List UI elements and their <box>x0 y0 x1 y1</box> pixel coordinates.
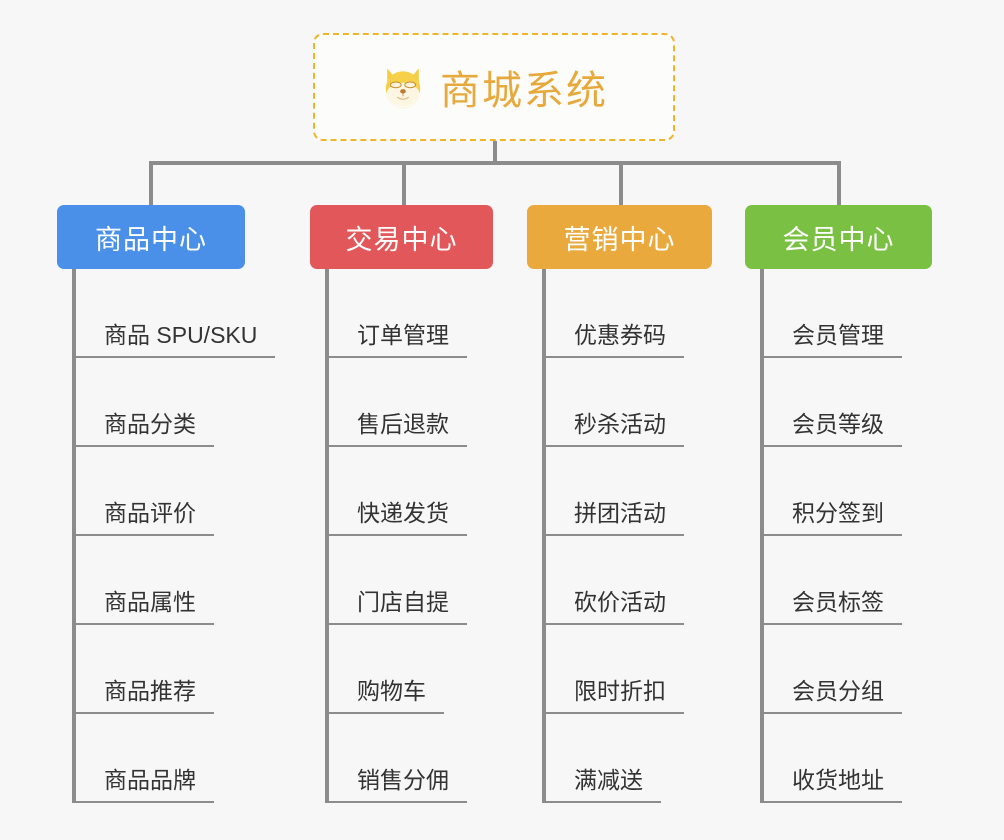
category-header-4[interactable]: 会员中心 <box>745 205 932 269</box>
list-item[interactable]: 会员等级 <box>760 358 902 447</box>
list-item[interactable]: 满减送 <box>542 714 684 803</box>
category-spine-3 <box>542 269 546 803</box>
category-column-会员中心: 会员中心 会员管理 会员等级 积分签到 会员标签 会员分组 收货地址 <box>745 205 932 803</box>
leaf-list-4: 会员管理 会员等级 积分签到 会员标签 会员分组 收货地址 <box>760 269 902 803</box>
leaf-label: 订单管理 <box>325 321 467 358</box>
leaf-label: 会员分组 <box>760 677 902 714</box>
list-item[interactable]: 拼团活动 <box>542 447 684 536</box>
category-header-1[interactable]: 商品中心 <box>57 205 245 269</box>
leaf-label: 优惠券码 <box>542 321 684 358</box>
leaf-label: 砍价活动 <box>542 588 684 625</box>
list-item[interactable]: 积分签到 <box>760 447 902 536</box>
leaf-label: 售后退款 <box>325 410 467 447</box>
leaf-label: 商品推荐 <box>72 677 214 714</box>
connector-drop-3 <box>619 161 623 205</box>
leaf-list-2: 订单管理 售后退款 快递发货 门店自提 购物车 销售分佣 <box>325 269 467 803</box>
list-item[interactable]: 商品属性 <box>72 536 275 625</box>
connector-drop-2 <box>402 161 406 205</box>
category-spine-4 <box>760 269 764 803</box>
list-item[interactable]: 快递发货 <box>325 447 467 536</box>
category-header-2[interactable]: 交易中心 <box>310 205 493 269</box>
category-header-3[interactable]: 营销中心 <box>527 205 712 269</box>
leaf-label: 收货地址 <box>760 766 902 803</box>
leaf-label: 会员管理 <box>760 321 902 358</box>
category-spine-2 <box>325 269 329 803</box>
leaf-label: 会员标签 <box>760 588 902 625</box>
leaf-label: 商品属性 <box>72 588 214 625</box>
leaf-label: 门店自提 <box>325 588 467 625</box>
leaf-list-3: 优惠券码 秒杀活动 拼团活动 砍价活动 限时折扣 满减送 <box>542 269 684 803</box>
shiba-dog-face-icon <box>380 64 426 110</box>
list-item[interactable]: 销售分佣 <box>325 714 467 803</box>
list-item[interactable]: 门店自提 <box>325 536 467 625</box>
leaf-label: 拼团活动 <box>542 499 684 536</box>
list-item[interactable]: 商品分类 <box>72 358 275 447</box>
leaf-label: 会员等级 <box>760 410 902 447</box>
list-item[interactable]: 会员标签 <box>760 536 902 625</box>
category-column-商品中心: 商品中心 商品 SPU/SKU 商品分类 商品评价 商品属性 商品推荐 商品品牌 <box>57 205 276 803</box>
list-item[interactable]: 售后退款 <box>325 358 467 447</box>
list-item[interactable]: 商品品牌 <box>72 714 275 803</box>
list-item[interactable]: 商品推荐 <box>72 625 275 714</box>
list-item[interactable]: 商品评价 <box>72 447 275 536</box>
leaf-label: 商品品牌 <box>72 766 214 803</box>
list-item[interactable]: 砍价活动 <box>542 536 684 625</box>
list-item[interactable]: 会员分组 <box>760 625 902 714</box>
list-item[interactable]: 秒杀活动 <box>542 358 684 447</box>
connector-horizontal-bus <box>149 161 841 165</box>
connector-root-stem <box>493 141 497 164</box>
category-column-交易中心: 交易中心 订单管理 售后退款 快递发货 门店自提 购物车 销售分佣 <box>310 205 493 803</box>
root-title: 商城系统 <box>440 69 608 113</box>
list-item[interactable]: 收货地址 <box>760 714 902 803</box>
leaf-label: 秒杀活动 <box>542 410 684 447</box>
leaf-label: 购物车 <box>325 677 444 714</box>
list-item[interactable]: 会员管理 <box>760 269 902 358</box>
leaf-label: 快递发货 <box>325 499 467 536</box>
list-item[interactable]: 限时折扣 <box>542 625 684 714</box>
list-item[interactable]: 订单管理 <box>325 269 467 358</box>
leaf-label: 商品 SPU/SKU <box>72 321 276 358</box>
list-item[interactable]: 商品 SPU/SKU <box>72 269 276 358</box>
leaf-label: 限时折扣 <box>542 677 684 714</box>
leaf-label: 销售分佣 <box>325 766 467 803</box>
connector-drop-1 <box>149 161 153 205</box>
leaf-label: 商品分类 <box>72 410 214 447</box>
leaf-label: 满减送 <box>542 766 661 803</box>
leaf-list-1: 商品 SPU/SKU 商品分类 商品评价 商品属性 商品推荐 商品品牌 <box>72 269 276 803</box>
category-column-营销中心: 营销中心 优惠券码 秒杀活动 拼团活动 砍价活动 限时折扣 满减送 <box>527 205 712 803</box>
connector-drop-4 <box>837 161 841 205</box>
list-item[interactable]: 购物车 <box>325 625 467 714</box>
category-spine-1 <box>72 269 76 803</box>
root-node[interactable]: 商城系统 <box>313 33 675 141</box>
list-item[interactable]: 优惠券码 <box>542 269 684 358</box>
leaf-label: 商品评价 <box>72 499 214 536</box>
leaf-label: 积分签到 <box>760 499 902 536</box>
